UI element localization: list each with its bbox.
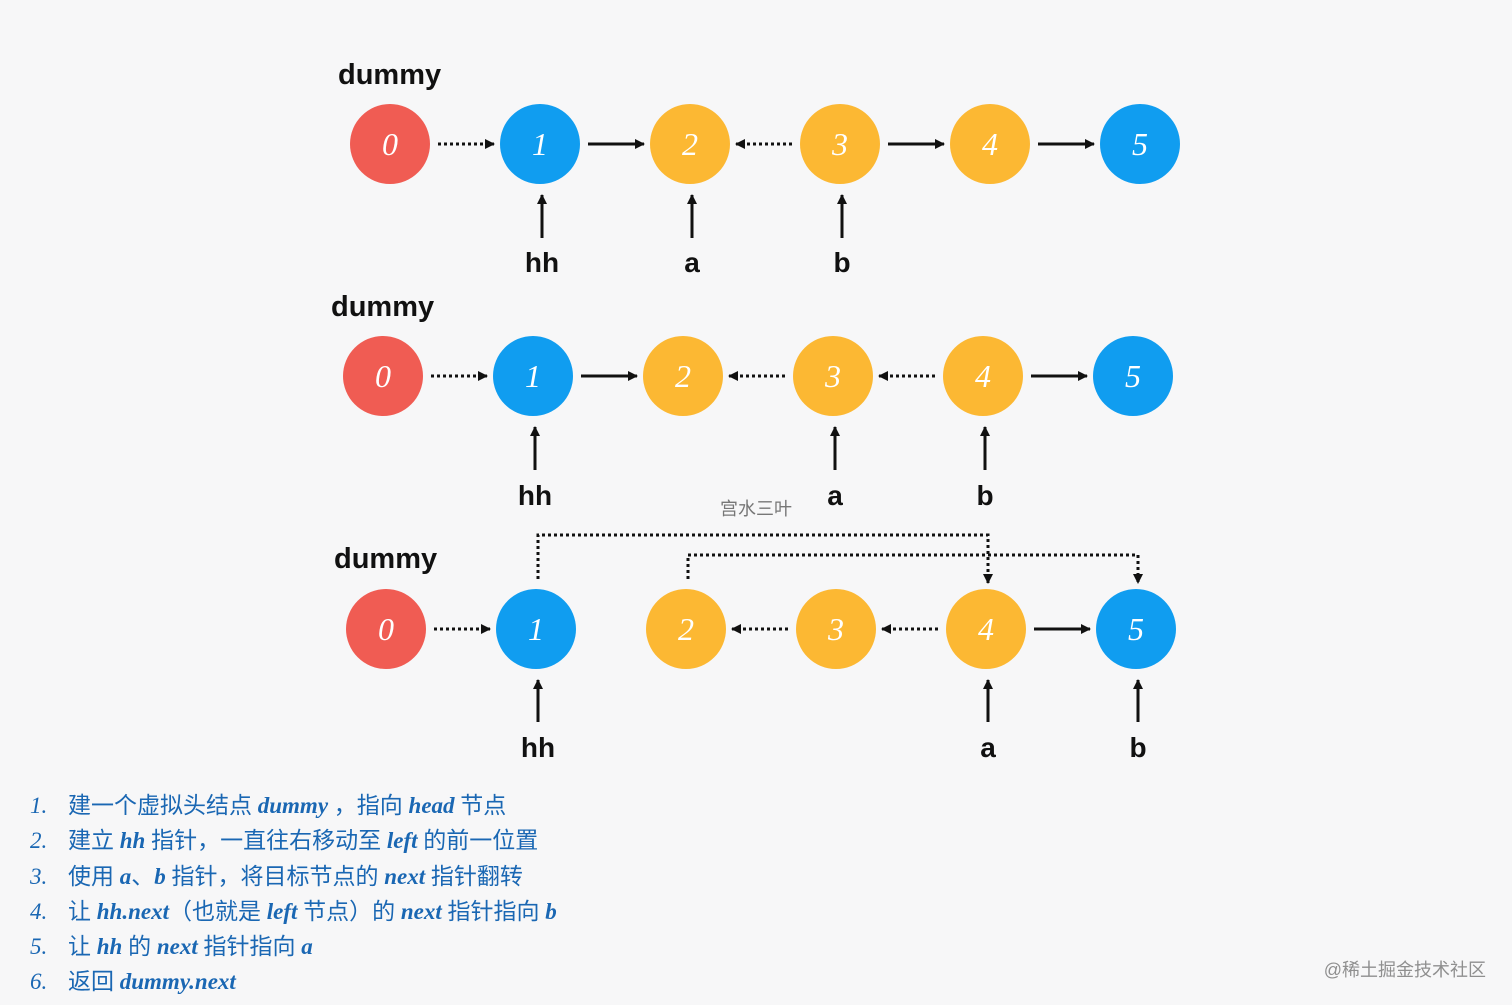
node-circle <box>796 589 876 669</box>
node-value: 1 <box>532 126 548 162</box>
step-text: 节点 <box>454 793 507 818</box>
node-value: 0 <box>382 126 398 162</box>
step-code: left <box>266 898 298 924</box>
dummy-label: dummy <box>331 291 434 323</box>
step-code: dummy.next <box>119 969 236 995</box>
step-item: 3. 使用 a、b 指针，将目标节点的 next 指针翻转 <box>30 859 557 894</box>
step-text: 返回 <box>68 969 120 995</box>
node-circle <box>793 336 873 416</box>
node-value: 3 <box>824 358 841 394</box>
step-text: 的 <box>122 934 157 960</box>
step-item: 1. 建一个虚拟头结点 dummy ，指向 head 节点 <box>30 788 557 823</box>
node-value: 4 <box>975 358 991 394</box>
node-circle <box>500 104 580 184</box>
step-text: 指针指向 <box>441 898 546 924</box>
node-value: 3 <box>831 126 848 162</box>
step-item: 2. 建立 hh 指针，一直往右移动至 left 的前一位置 <box>30 823 557 858</box>
step-text: 让 <box>68 934 97 960</box>
step-code: next <box>156 934 198 960</box>
pointer-label: hh <box>521 732 555 763</box>
node-circle <box>943 336 1023 416</box>
node-circle <box>496 589 576 669</box>
step-text: （也就是 <box>168 898 267 924</box>
step-code: head <box>408 793 455 818</box>
node-value: 2 <box>682 126 698 162</box>
watermark-center: 宫水三叶 <box>720 499 792 519</box>
node-circle <box>800 104 880 184</box>
step-text: 使用 <box>68 863 120 889</box>
step-text: 建立 <box>68 828 120 854</box>
step-item: 5. 让 hh 的 next 指针指向 a <box>30 929 557 964</box>
node-circle <box>643 336 723 416</box>
pointer-label: b <box>1129 732 1146 763</box>
node-value: 5 <box>1125 358 1141 394</box>
step-text: 、 <box>131 863 155 889</box>
node-value: 3 <box>827 611 844 647</box>
pointer-label: a <box>684 247 700 278</box>
node-value: 0 <box>378 611 394 647</box>
node-circle <box>646 589 726 669</box>
step-number: 3. <box>30 863 48 889</box>
node-value: 5 <box>1132 126 1148 162</box>
step-text: 指针，一直往右移动至 <box>145 828 387 854</box>
step-code: b <box>154 863 166 889</box>
step-text: ，指向 <box>328 793 409 818</box>
pointer-label: b <box>833 247 850 278</box>
node-circle <box>950 104 1030 184</box>
step-item: 4. 让 hh.next（也就是 left 节点）的 next 指针指向 b <box>30 894 557 929</box>
node-value: 0 <box>375 358 391 394</box>
node-value: 1 <box>525 358 541 394</box>
step-text: 指针指向 <box>197 934 302 960</box>
rewire-connector <box>686 553 1143 584</box>
node-circle <box>650 104 730 184</box>
pointer-label: a <box>980 732 996 763</box>
pointer-label: a <box>827 480 843 511</box>
node-circle <box>946 589 1026 669</box>
node-circle <box>343 336 423 416</box>
dummy-label: dummy <box>334 543 437 575</box>
step-code: left <box>386 828 418 854</box>
step-text: 建一个虚拟头结点 <box>68 793 258 818</box>
step-code: hh <box>96 934 123 960</box>
node-circle <box>346 589 426 669</box>
node-value: 1 <box>528 611 544 647</box>
step-number: 2. <box>30 828 48 854</box>
node-value: 5 <box>1128 611 1144 647</box>
dummy-label: dummy <box>338 59 441 91</box>
pointer-label: b <box>976 480 993 511</box>
node-value: 4 <box>978 611 994 647</box>
rewire-connector <box>536 533 993 584</box>
step-code: next <box>384 863 426 889</box>
node-value: 2 <box>675 358 691 394</box>
pointer-label: hh <box>518 480 552 511</box>
step-code: dummy <box>257 793 329 818</box>
step-code: hh.next <box>96 898 169 924</box>
step-number: 4. <box>30 898 48 924</box>
step-code: a <box>119 863 132 889</box>
steps-list: 1. 建一个虚拟头结点 dummy ，指向 head 节点 2. 建立 hh 指针，一… <box>30 788 557 1000</box>
step-code: b <box>545 898 557 924</box>
step-item: 6. 返回 dummy.next <box>30 964 557 999</box>
step-text: 指针，将目标节点的 <box>165 863 385 889</box>
node-circle <box>1100 104 1180 184</box>
node-value: 4 <box>982 126 998 162</box>
step-code: next <box>400 898 442 924</box>
node-circle <box>493 336 573 416</box>
step-text: 节点）的 <box>297 898 401 924</box>
node-circle <box>1096 589 1176 669</box>
node-circle <box>1093 336 1173 416</box>
step-code: a <box>301 934 313 960</box>
step-text: 的前一位置 <box>417 828 539 854</box>
pointer-label: hh <box>525 247 559 278</box>
step-number: 1. <box>30 793 48 818</box>
watermark-corner: @稀土掘金技术社区 <box>1323 960 1486 980</box>
node-value: 2 <box>678 611 694 647</box>
step-code: hh <box>119 828 146 854</box>
step-text: 指针翻转 <box>425 863 523 889</box>
node-circle <box>350 104 430 184</box>
step-number: 5. <box>30 934 48 960</box>
step-text: 让 <box>68 898 97 924</box>
step-number: 6. <box>30 969 48 995</box>
